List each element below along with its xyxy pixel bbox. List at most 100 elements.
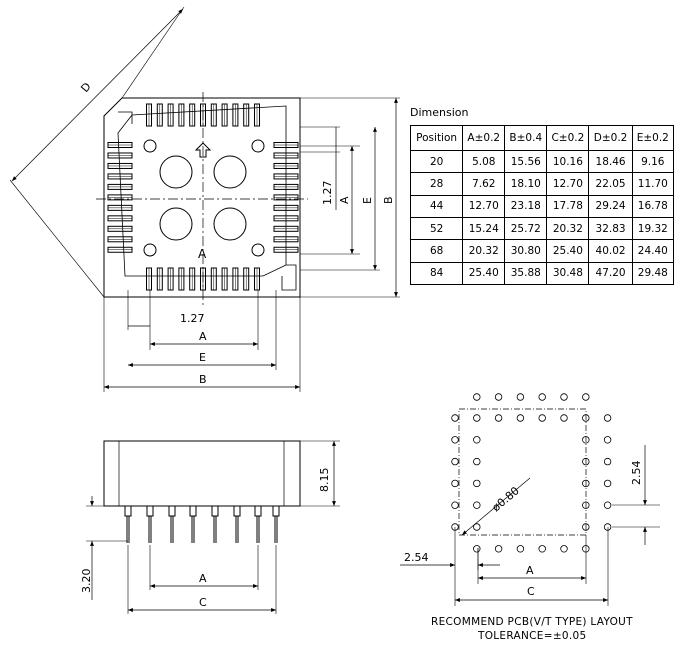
- pcb-hole-label: ø0.80: [490, 484, 522, 514]
- pcb-pitch-v-label: 2.54: [630, 461, 643, 486]
- pcb-caption: RECOMMEND PCB(V/T TYPE) LAYOUT: [431, 616, 633, 628]
- body-hole: [159, 155, 193, 189]
- side-pin-base: [254, 505, 262, 517]
- side-pin-row: [124, 505, 280, 543]
- header-a: A±0.2: [462, 125, 506, 151]
- table-cell: 15.24: [462, 216, 506, 241]
- pcb-hole: [582, 457, 590, 466]
- table-row: 68 20.32 30.80 25.40 40.02 24.40: [409, 239, 675, 263]
- table-cell: 25.72: [504, 216, 548, 241]
- pcb-hole: [473, 414, 481, 422]
- side-pin-base: [233, 505, 241, 517]
- table-cell: 20.32: [462, 239, 506, 263]
- pcb-layout-labels: 2.54 2.54 ø0.80 A C RECOMMEND PCB(V/T TY…: [404, 461, 643, 643]
- header-b: B±0.4: [504, 125, 548, 151]
- table-cell: 47.20: [588, 261, 633, 286]
- table-cell: 30.48: [546, 261, 590, 286]
- pcb-hole: [516, 414, 525, 422]
- table-cell: 68: [409, 239, 464, 263]
- pcb-hole: [516, 545, 525, 553]
- pcb-hole: [473, 523, 481, 531]
- alignment-hole: [143, 139, 157, 153]
- pcb-hole: [582, 436, 590, 444]
- pin1-arrow-icon: [194, 142, 212, 158]
- dim-pitch-label-v: 1.27: [321, 181, 334, 206]
- top-view: [9, 6, 400, 392]
- body-hole: [213, 207, 247, 241]
- pcb-hole: [451, 501, 459, 509]
- table-cell: 7.62: [462, 172, 506, 196]
- table-cell: 12.70: [462, 194, 506, 218]
- pcb-layout: [400, 393, 660, 606]
- pcb-hole: [603, 414, 612, 422]
- pcb-tolerance: TOLERANCE=±0.05: [477, 630, 587, 642]
- table-cell: 29.48: [631, 261, 675, 286]
- table-cell: 32.83: [588, 216, 633, 241]
- side-body: [103, 440, 301, 507]
- pin1-label: A: [198, 247, 207, 261]
- pcb-hole: [582, 523, 590, 531]
- table-header-row: Position A±0.2 B±0.4 C±0.2 D±0.2 E±0.2: [409, 125, 675, 151]
- table-cell: 25.40: [546, 239, 590, 263]
- dim-hole-leader: [461, 477, 531, 536]
- table-cell: 84: [409, 261, 464, 286]
- table-cell: 9.16: [631, 149, 675, 174]
- dim-pinlen-label: 3.20: [80, 569, 93, 594]
- dimension-table-title: Dimension: [410, 106, 469, 119]
- pcb-hole: [603, 523, 612, 531]
- pcb-hole: [603, 457, 612, 466]
- dim-c-label: C: [199, 596, 207, 609]
- alignment-hole: [251, 243, 265, 257]
- side-pin-base: [124, 505, 132, 517]
- table-cell: 11.70: [631, 172, 675, 196]
- pcb-hole: [603, 501, 612, 509]
- side-view-labels: 8.15 3.20 A C: [80, 468, 331, 610]
- side-pin-base: [146, 505, 154, 517]
- body-hole: [159, 207, 193, 241]
- table-cell: 15.56: [504, 149, 548, 174]
- pcb-hole-grid: [451, 393, 612, 553]
- dim-e-label: E: [199, 351, 206, 364]
- table-row: 44 12.70 23.18 17.78 29.24 16.78: [409, 194, 675, 218]
- bottom-pin-row: [146, 267, 260, 291]
- pcb-hole: [473, 545, 481, 553]
- table-row: 28 7.62 18.10 12.70 22.05 11.70: [409, 172, 675, 196]
- dim-a-label: A: [199, 330, 207, 343]
- table-cell: 23.18: [504, 194, 548, 218]
- pcb-hole: [494, 393, 503, 401]
- pcb-hole: [560, 414, 568, 422]
- table-cell: 20: [409, 149, 464, 174]
- alignment-hole: [251, 139, 265, 153]
- pcb-hole: [494, 414, 503, 422]
- right-pin-row: [273, 142, 299, 253]
- table-cell: 30.80: [504, 239, 548, 263]
- table-cell: 44: [409, 194, 464, 218]
- pcb-hole: [473, 501, 481, 509]
- dim-d-label: D: [78, 80, 93, 95]
- pcb-a-label: A: [526, 564, 534, 577]
- table-cell: 16.78: [631, 194, 675, 218]
- header-d: D±0.2: [588, 125, 633, 151]
- header-e: E±0.2: [631, 125, 675, 151]
- table-cell: 35.88: [504, 261, 548, 286]
- table-cell: 12.70: [546, 172, 590, 196]
- pcb-hole: [473, 436, 481, 444]
- side-pin-base: [272, 505, 280, 517]
- body-hole: [213, 155, 247, 189]
- pcb-hole: [473, 393, 481, 401]
- header-c: C±0.2: [546, 125, 590, 151]
- pcb-hole: [451, 414, 459, 422]
- pcb-hole: [560, 545, 568, 553]
- side-view: [86, 440, 340, 614]
- table-cell: 18.10: [504, 172, 548, 196]
- table-cell: 25.40: [462, 261, 506, 286]
- pcb-hole: [582, 501, 590, 509]
- pcb-hole: [451, 479, 459, 488]
- alignment-hole: [143, 243, 157, 257]
- dim-e-label-v: E: [361, 197, 374, 204]
- dim-b-label: B: [199, 373, 207, 386]
- table-cell: 10.16: [546, 149, 590, 174]
- pcb-hole: [560, 393, 568, 401]
- pcb-hole: [582, 393, 590, 401]
